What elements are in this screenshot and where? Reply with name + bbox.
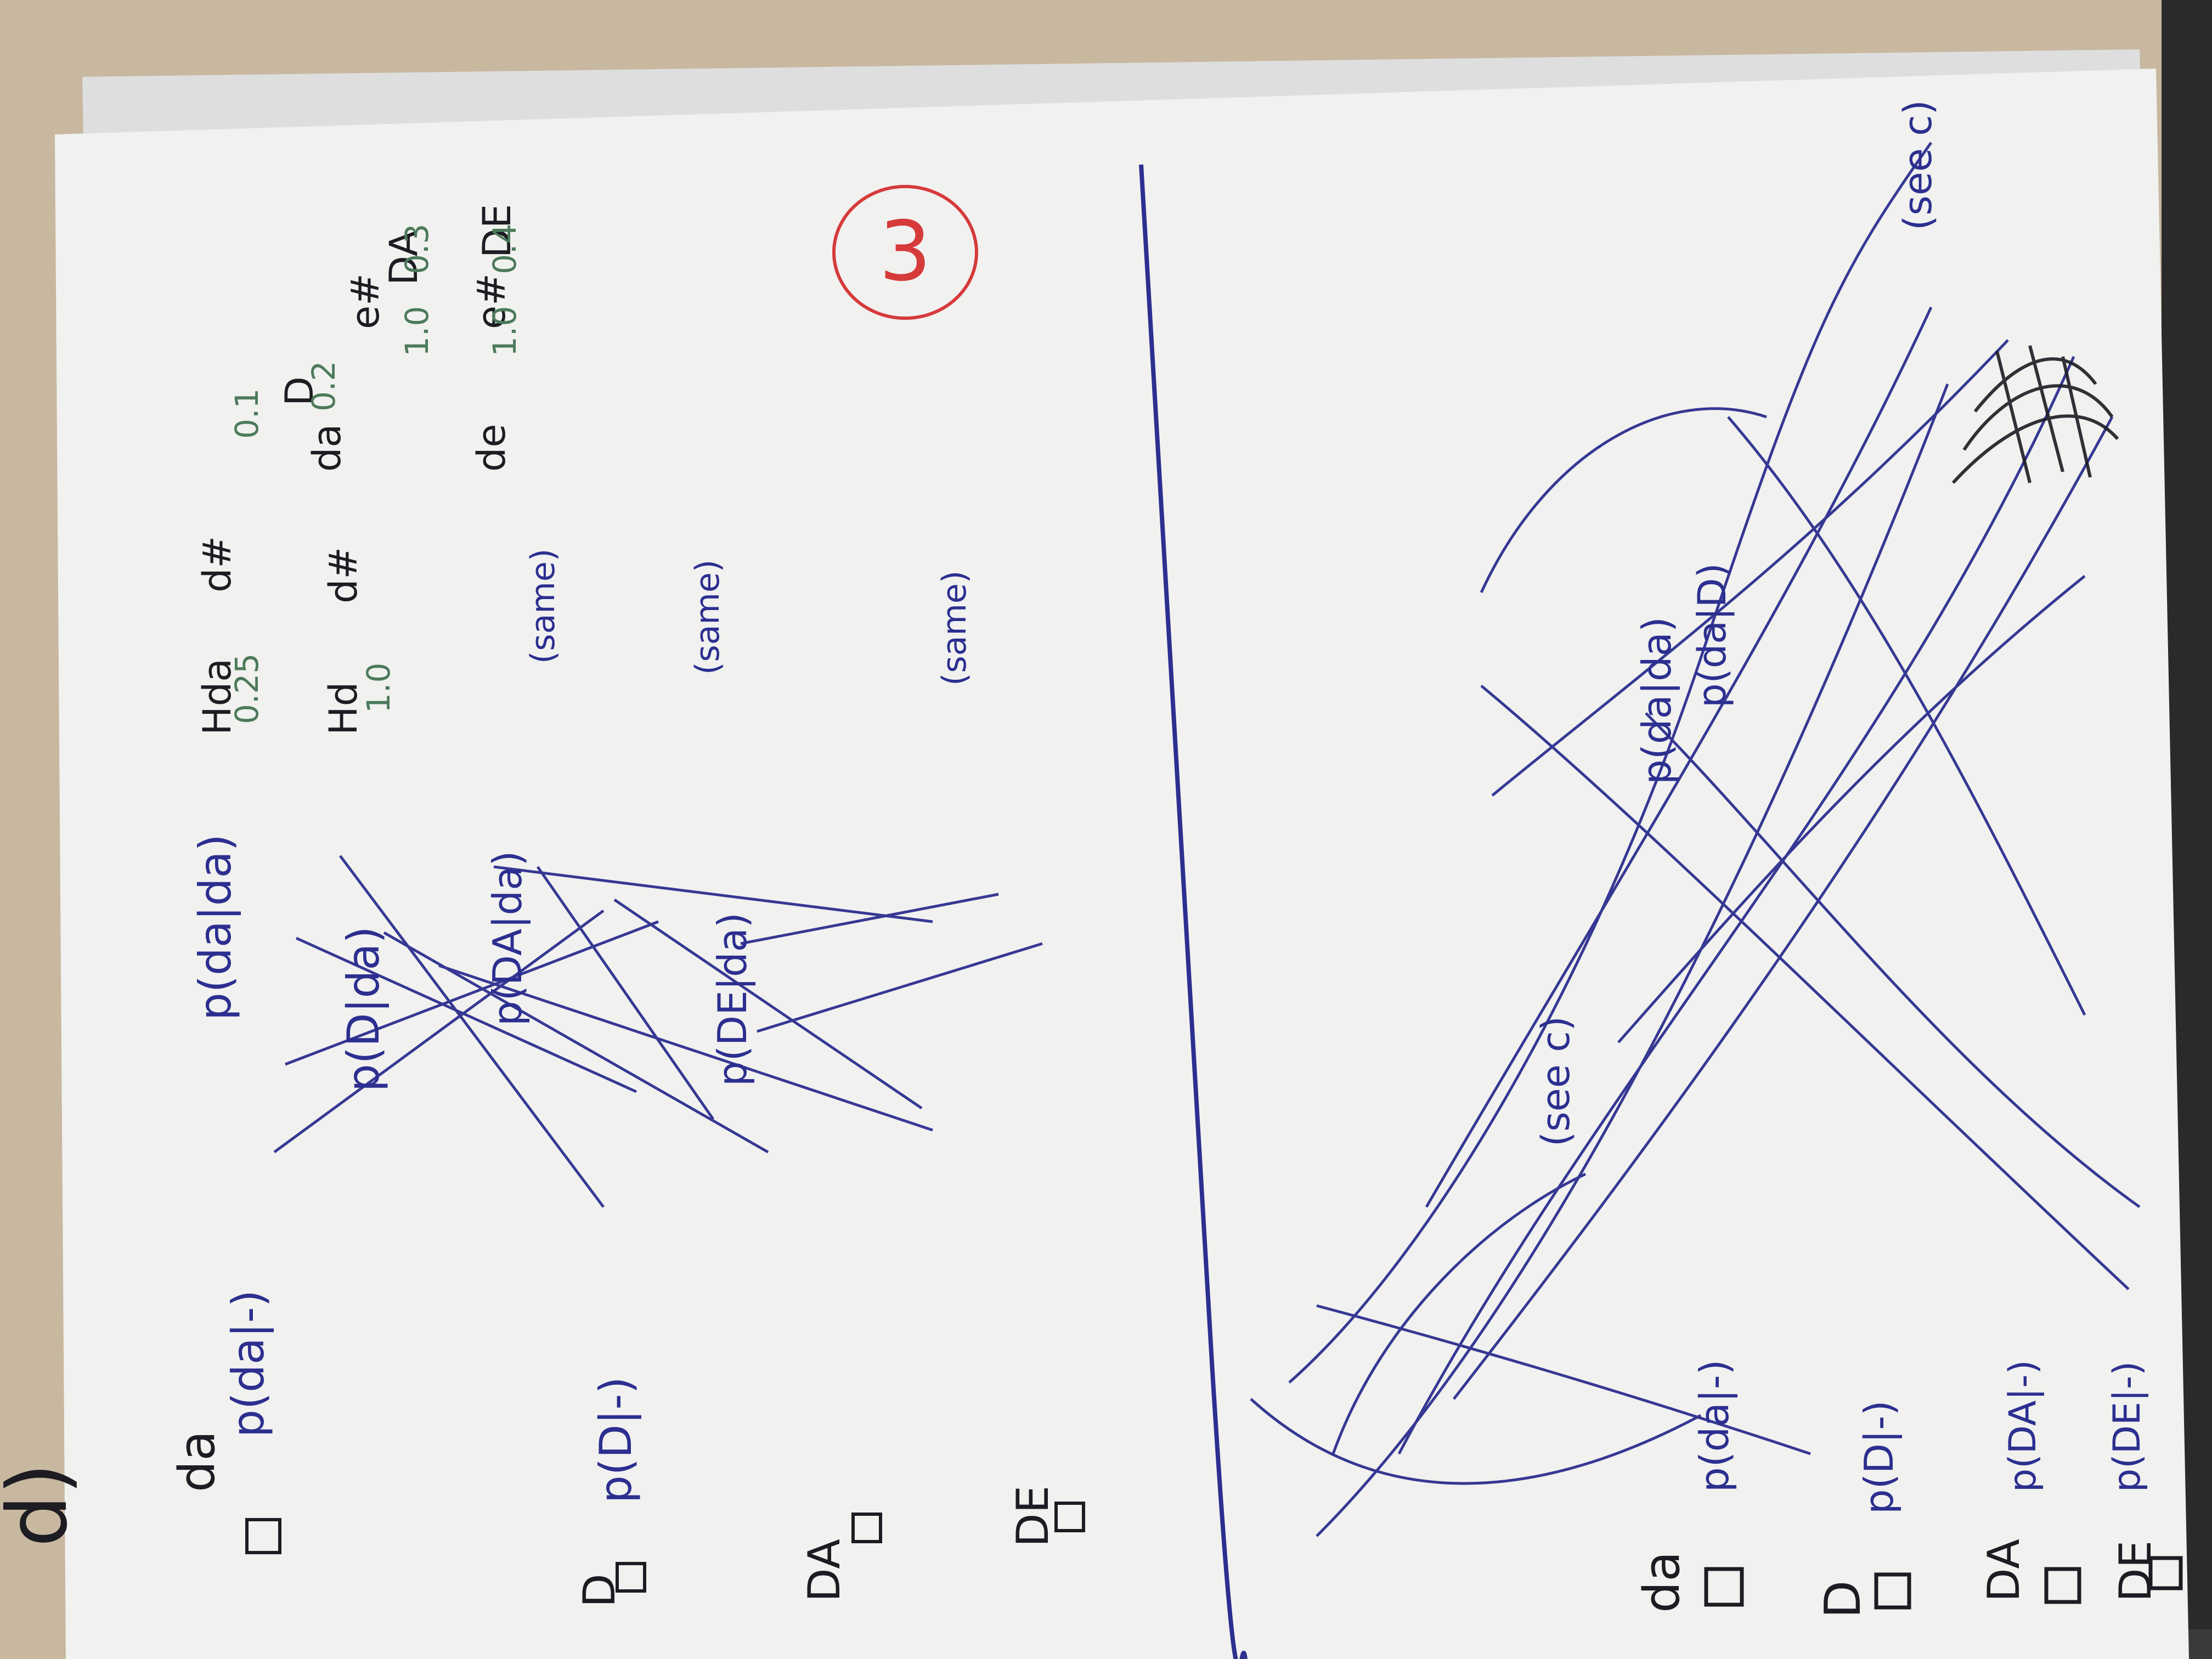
scribble-23 [1316,1304,1811,1455]
tr-value-8: 0.4 [486,224,523,274]
scribble-9 [613,898,923,1110]
right-box-3 [2044,1567,2081,1604]
right-prob-1: p(da|-) [1691,1359,1738,1492]
scribble-4 [339,855,605,1208]
tr-symbol-7: e# [343,273,388,329]
right-see-1: (see c) [1533,1016,1578,1147]
right-box-4 [2148,1556,2183,1590]
tr-value-6: 0.3 [398,224,436,274]
scribble-7 [493,865,933,923]
divider-line [1139,164,1248,1659]
paper-sheet [55,69,2189,1659]
right-row-label-2: D [1814,1581,1872,1618]
black-scribble [1951,345,2119,484]
left-box-2 [616,1562,646,1593]
left-same-2: (same) [689,560,727,675]
left-box-4 [1054,1502,1085,1532]
tr-value-1: 0.25 [228,653,266,724]
left-same-1: (same) [524,549,562,664]
left-row-label-1: da [168,1431,226,1492]
tr-symbol-6: de [469,424,514,472]
left-box-3 [851,1513,882,1543]
tr-symbol-3: d# [195,536,240,592]
right-row-label-4: DE [2110,1541,2161,1602]
tr-value-4: 0.2 [305,361,342,411]
right-row-label-1: da [1633,1551,1691,1613]
left-row-label-4: DE [1007,1486,1058,1547]
left-tree: da D DA DE p(da|-) p(D|-) p(da|da) p(D|d… [168,549,1085,1607]
right-see-2: (see c) [1895,100,1940,230]
right-prob-3: p(DA|-) [2001,1360,2045,1492]
tr-symbol-1: Hda [195,658,240,735]
scribble-2 [285,920,659,1066]
scribble-19 [1480,685,2130,1290]
tr-symbol-8: e# [469,273,514,329]
left-same-3: (same) [935,571,974,686]
page-number: 3 [879,204,931,300]
tr-value-2: 1.0 [360,663,397,713]
ink-scribbles [273,142,2141,1537]
black-scribble-4 [1995,351,2032,483]
scribble-20 [1645,712,2141,1209]
left-box-1 [245,1518,281,1554]
right-tree: da D DA DE p(da|-) p(D|-) p(DA|-) p(DE|-… [1533,100,2183,1618]
right-prob-4: p(DE|-) [2106,1361,2149,1492]
page-number-circle [832,185,978,320]
tr-value-3: 0.1 [228,388,266,439]
tr-symbol-9: D [277,376,322,406]
scribble-12 [1288,142,1933,1384]
black-scribble-5 [2028,345,2064,472]
tr-symbol-10: DA [381,230,426,285]
right-row-label-3: DA [1978,1539,2029,1602]
right-prob-2: p(D|-) [1856,1400,1903,1514]
scribble-6 [438,964,933,1132]
right-prob-6: p(da|D) [1690,563,1735,708]
right-box-2 [1874,1572,1911,1610]
right-box-1 [1704,1567,1744,1607]
part-label: d) [0,1463,86,1547]
scribble-8 [536,866,715,1120]
tr-value-7: 1.0 [486,306,523,357]
left-prob-5: p(DA|da) [484,851,531,1026]
scribble-24 [1331,1172,1587,1454]
left-prob-6: p(DE|da) [709,912,756,1086]
tr-symbol-4: d# [321,547,366,603]
scribble-21 [1727,416,2086,1016]
black-scribble-1 [1973,357,2097,413]
scribble-14 [1397,356,2075,1455]
tr-value-5: 1.0 [398,306,436,357]
tr-symbol-2: Hd [321,682,366,735]
left-row-label-3: DA [799,1539,850,1602]
right-prob-5: p(da|da) [1634,617,1680,785]
scribble-1 [273,909,605,1154]
top-right-notation: Hda Hd d# d# da de e# e# D DA DE 0.25 1.… [195,204,523,735]
left-prob-2: p(D|-) [590,1376,642,1503]
tr-symbol-5: da [304,424,349,472]
scribble-18 [1617,575,2086,1043]
scribble-17 [1491,339,2009,797]
scribble-25 [1480,407,1767,594]
left-prob-4: p(D|da) [338,926,390,1092]
scribble-22 [1250,1398,1702,1485]
black-scribble-3 [1951,414,2119,484]
scribble-10 [740,893,999,945]
tr-symbol-11: DE [475,204,520,258]
scribble-3 [295,936,637,1093]
scribble-11 [757,942,1043,1033]
left-prob-1: p(da|-) [223,1290,274,1437]
left-prob-3: p(da|da) [190,834,241,1020]
scribble-15 [1425,306,1933,1208]
black-scribble-6 [2061,356,2092,478]
scribble-16 [1453,416,2114,1400]
